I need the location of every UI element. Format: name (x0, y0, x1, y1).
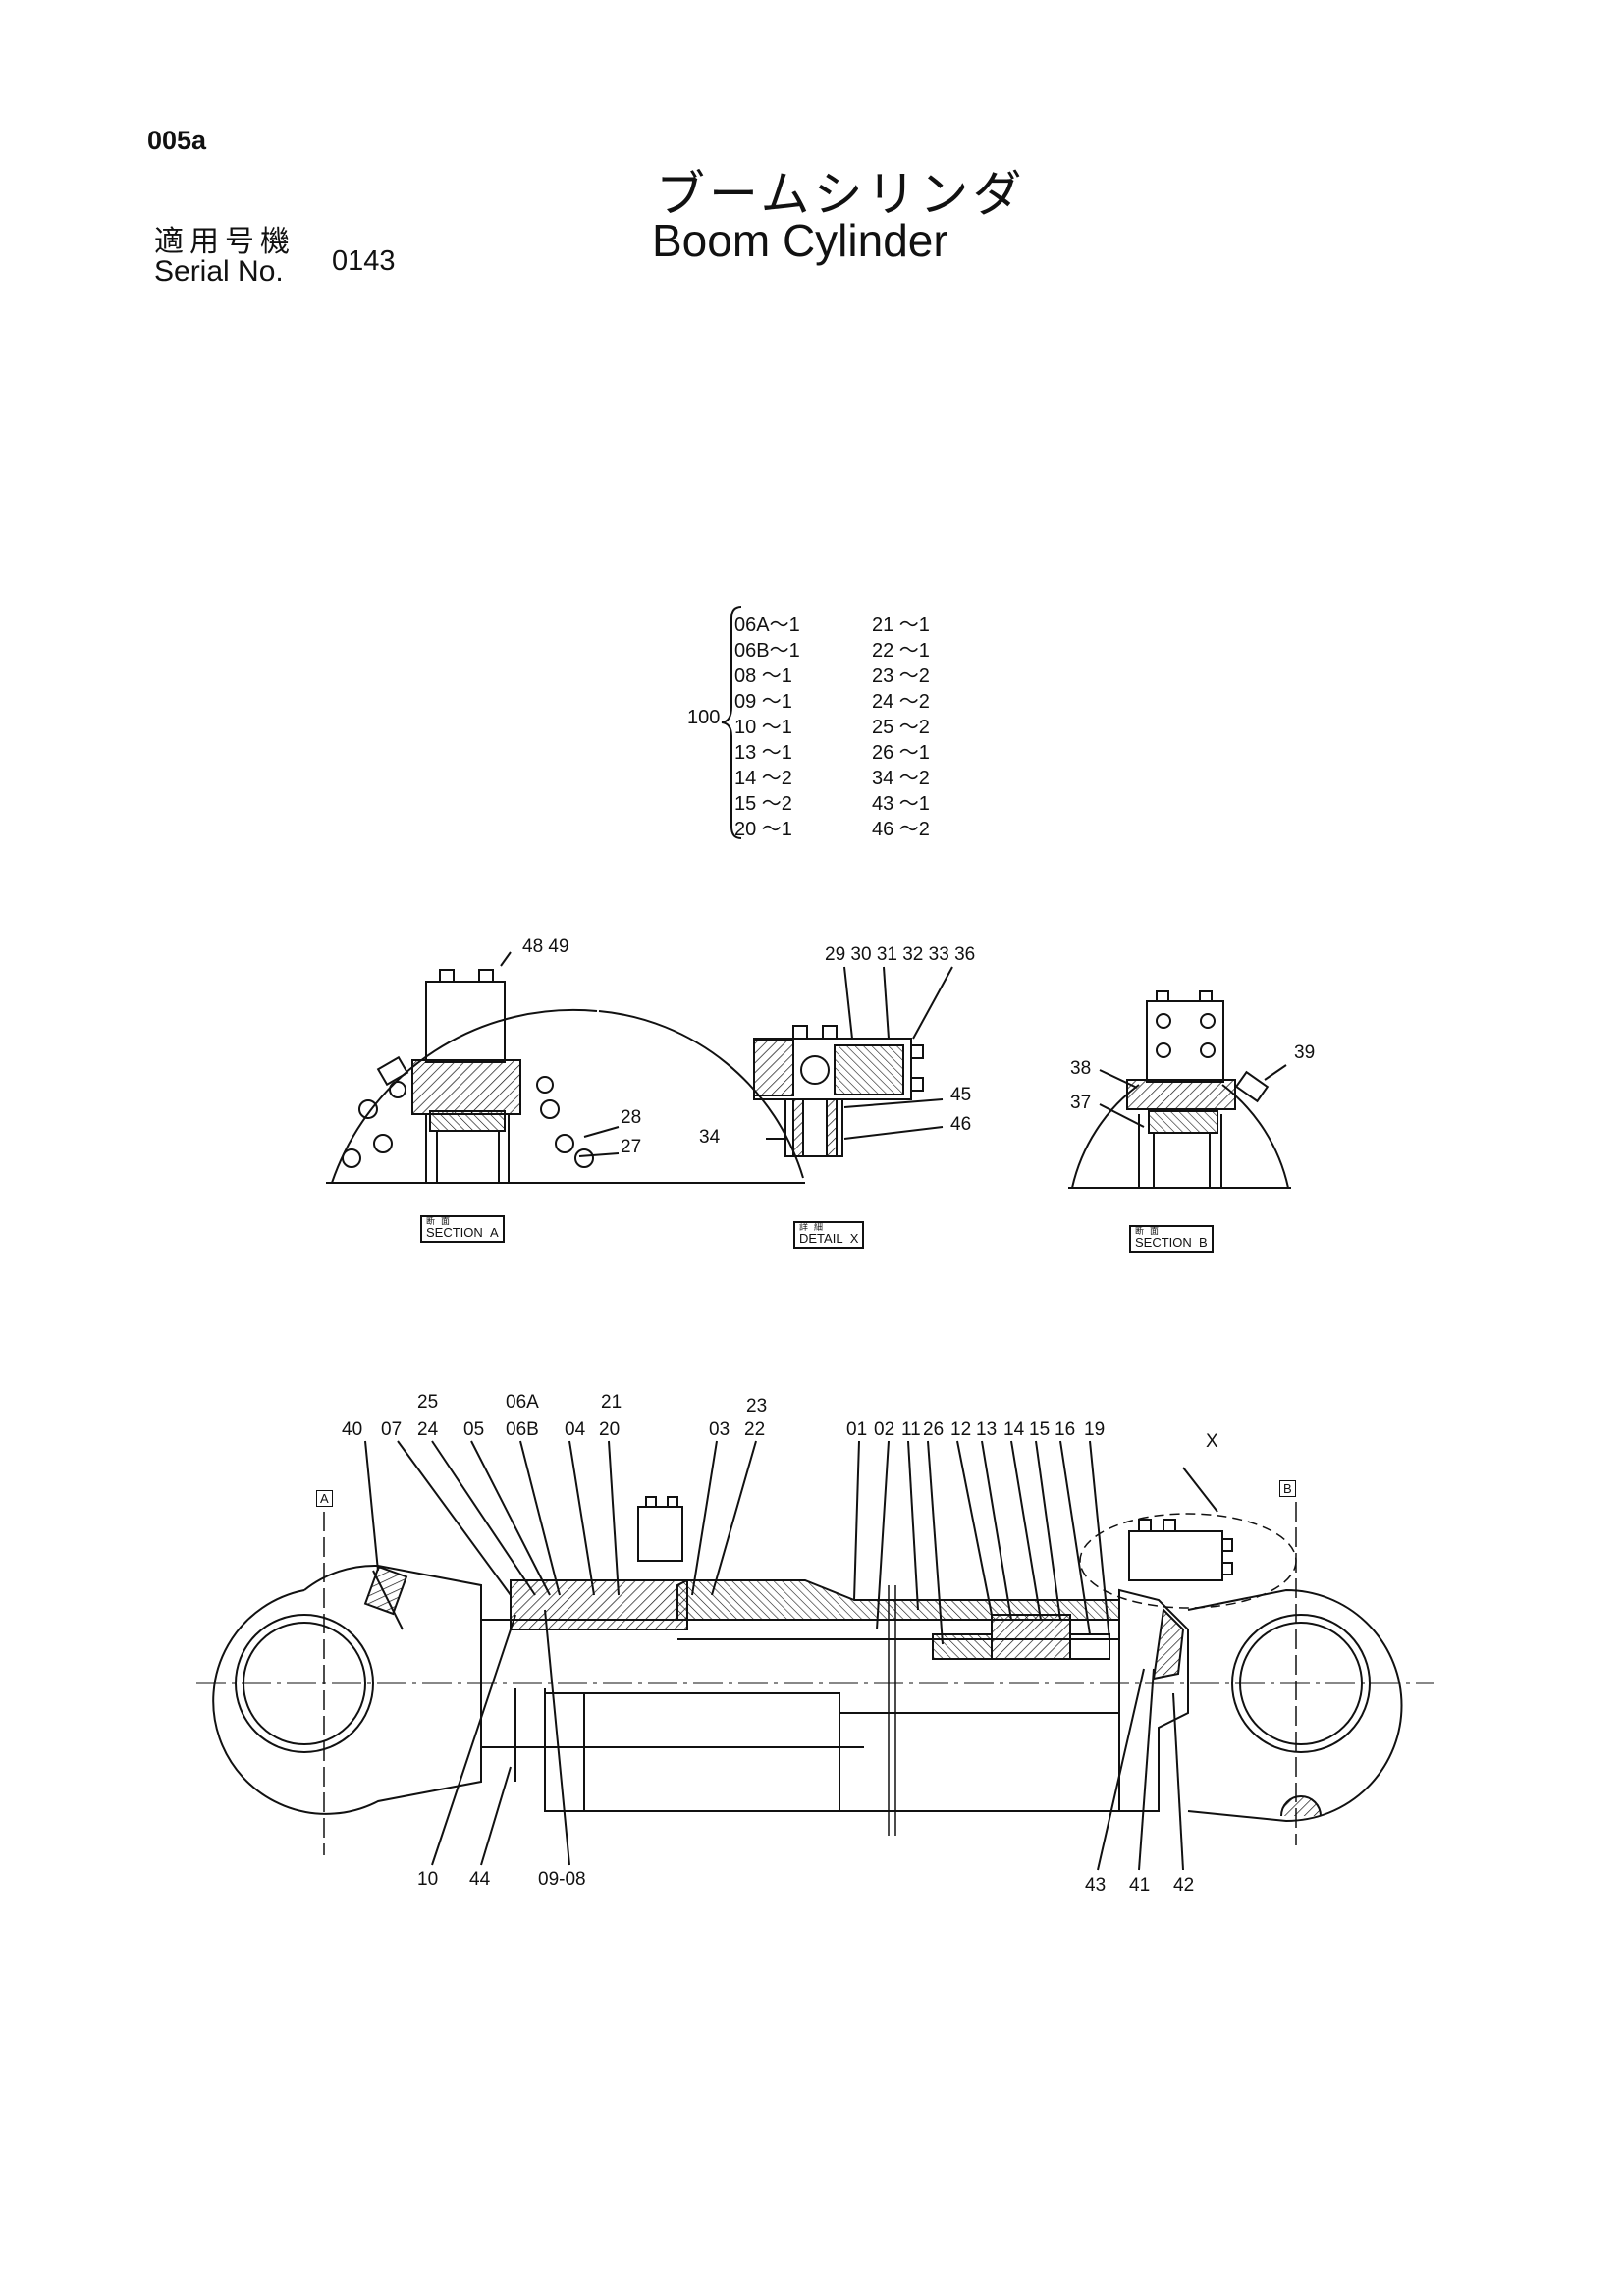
kit-item: 46 ～2 (872, 819, 930, 840)
label-x: X (1206, 1431, 1218, 1452)
label-48-49: 48 49 (522, 936, 569, 957)
section-b-view (1068, 990, 1291, 1189)
label-29-36: 29 30 31 32 33 36 (825, 944, 976, 965)
label-03: 03 (709, 1419, 730, 1440)
label-45: 45 (950, 1085, 972, 1105)
label-22: 22 (744, 1419, 766, 1440)
page-number: 005a (147, 126, 207, 155)
section-marker-a: A (316, 1490, 333, 1507)
detail-x-view (753, 966, 953, 1157)
title-japanese: ブームシリンダ (656, 166, 1026, 223)
label-11: 11 (901, 1419, 921, 1440)
kit-item: 21 ～1 (872, 614, 930, 636)
kit-number: 100 (687, 707, 721, 728)
kit-item: 14 ～2 (734, 768, 792, 789)
kit-item: 09 ～1 (734, 691, 792, 713)
kit-item: 24 ～2 (872, 691, 930, 713)
title-english: Boom Cylinder (652, 215, 948, 266)
label-21: 21 (601, 1392, 622, 1413)
section-marker-b: B (1279, 1480, 1296, 1497)
label-05: 05 (463, 1419, 485, 1440)
label-09-08: 09-08 (538, 1869, 586, 1890)
label-27: 27 (621, 1137, 642, 1157)
label-24: 24 (417, 1419, 439, 1440)
label-10: 10 (417, 1869, 439, 1890)
kit-item: 08 ～1 (734, 666, 792, 687)
kit-item: 13 ～1 (734, 742, 792, 764)
label-12: 12 (950, 1419, 972, 1440)
kit-item: 15 ～2 (734, 793, 792, 815)
kit-item: 25 ～2 (872, 717, 930, 738)
label-14: 14 (1003, 1419, 1025, 1440)
label-46: 46 (950, 1114, 972, 1135)
section-a-view (326, 951, 805, 1184)
label-39: 39 (1294, 1042, 1316, 1063)
label-42: 42 (1173, 1875, 1195, 1896)
label-02: 02 (874, 1419, 895, 1440)
label-06b: 06B (506, 1419, 539, 1440)
label-07: 07 (381, 1419, 403, 1440)
label-23: 23 (746, 1396, 768, 1416)
label-13: 13 (976, 1419, 998, 1440)
kit-item: 10 ～1 (734, 717, 792, 738)
label-25: 25 (417, 1392, 439, 1413)
kit-item: 06B～1 (734, 640, 800, 662)
label-19: 19 (1084, 1419, 1106, 1440)
label-20: 20 (599, 1419, 621, 1440)
main-cylinder-view (196, 1440, 1434, 1871)
kit-brace (721, 606, 742, 839)
serial-number-value: 0143 (332, 245, 396, 277)
label-04: 04 (565, 1419, 586, 1440)
label-40: 40 (342, 1419, 363, 1440)
serial-label-japanese: 適用号機 (154, 225, 296, 259)
label-15: 15 (1029, 1419, 1051, 1440)
label-38: 38 (1070, 1058, 1092, 1079)
label-44: 44 (469, 1869, 491, 1890)
label-37: 37 (1070, 1093, 1092, 1113)
kit-item: 43 ～1 (872, 793, 930, 815)
label-26: 26 (923, 1419, 945, 1440)
kit-item: 22 ～1 (872, 640, 930, 662)
kit-item: 20 ～1 (734, 819, 792, 840)
label-43: 43 (1085, 1875, 1107, 1896)
kit-item: 26 ～1 (872, 742, 930, 764)
label-01: 01 (846, 1419, 868, 1440)
kit-item: 34 ～2 (872, 768, 930, 789)
label-16: 16 (1055, 1419, 1076, 1440)
label-41: 41 (1129, 1875, 1151, 1896)
kit-item: 23 ～2 (872, 666, 930, 687)
label-06a: 06A (506, 1392, 539, 1413)
label-34: 34 (699, 1127, 721, 1148)
serial-label-english: Serial No. (154, 255, 284, 288)
kit-item: 06A～1 (734, 614, 800, 636)
label-28: 28 (621, 1107, 642, 1128)
